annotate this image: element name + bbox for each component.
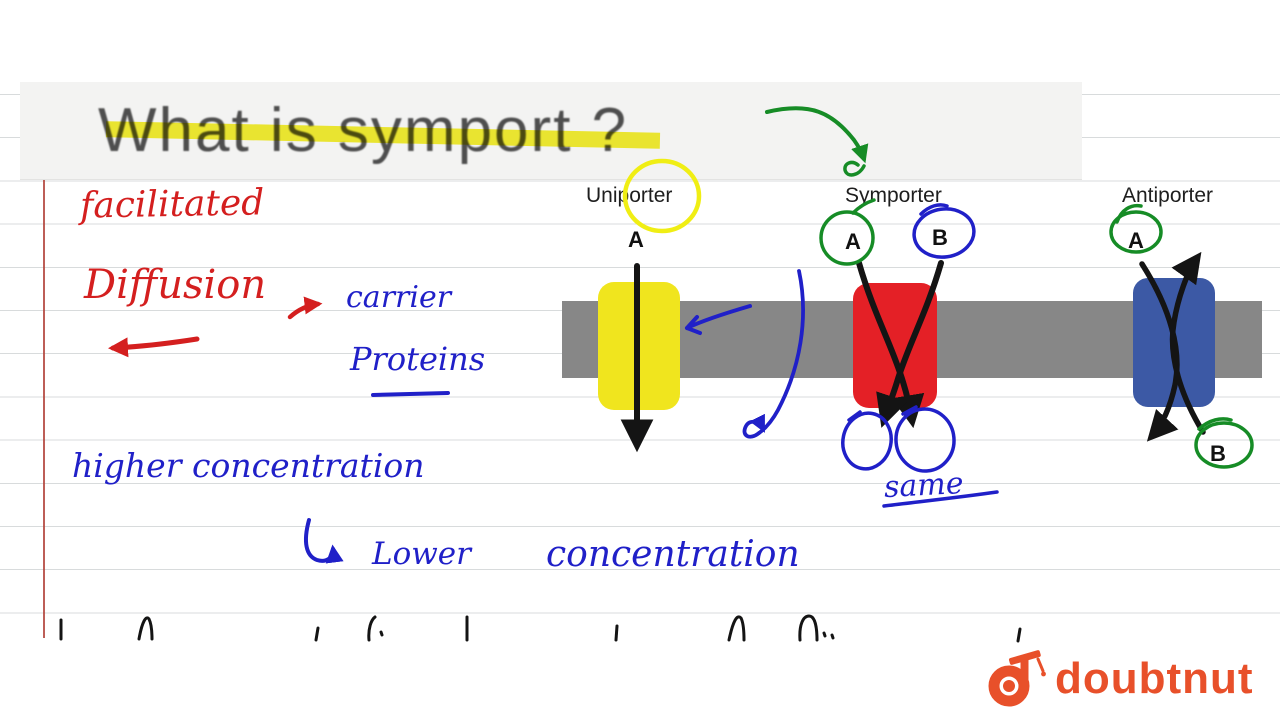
antiporter-channel (1133, 278, 1215, 407)
antiporter-label: Antiporter (1122, 184, 1214, 207)
symporter-molecule-a: A (845, 229, 861, 254)
title-banner: What is symport ? (20, 82, 1082, 180)
symporter-label: Symporter (845, 184, 942, 207)
antiporter-molecule-b: B (1210, 441, 1226, 466)
note-same: same (883, 465, 965, 506)
doubtnut-logo-icon (988, 650, 1046, 707)
note-facilitated: facilitated (79, 182, 265, 227)
doubtnut-wordmark: doubtnut (1055, 654, 1254, 703)
note-lower: Lower (372, 536, 471, 572)
note-carrier: carrier (346, 280, 452, 315)
note-proteins: Proteins (350, 340, 486, 378)
note-concentration: concentration (546, 534, 800, 575)
doubtnut-watermark: doubtnut (983, 646, 1254, 712)
uniporter-label: Uniporter (586, 184, 673, 207)
uniporter-channel (598, 282, 680, 410)
cutoff-handwriting-fragments (59, 614, 1022, 643)
note-higher-concentration: higher concentration (72, 446, 425, 485)
symporter-molecule-b: B (932, 225, 948, 250)
note-diffusion: Diffusion (84, 262, 267, 308)
notebook-margin-line (43, 180, 45, 638)
symporter-channel (853, 283, 937, 408)
uniporter-molecule-a: A (628, 227, 644, 252)
antiporter-molecule-a: A (1128, 228, 1144, 253)
